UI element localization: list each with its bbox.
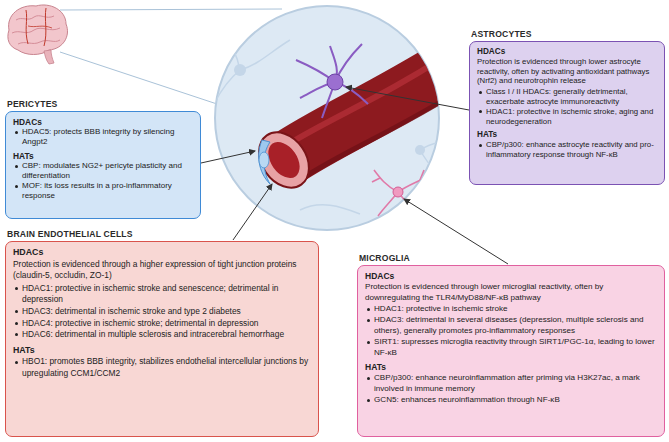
bullet-dot xyxy=(15,185,18,188)
astrocyte-cell xyxy=(296,44,368,118)
bullet-text: HDAC1: protective in ischemic stroke, ag… xyxy=(486,107,653,126)
zoom-line xyxy=(60,52,217,104)
bullet-dot xyxy=(15,333,18,336)
brain-illustration xyxy=(8,5,68,64)
enzyme-class-heading: HATs xyxy=(365,362,657,373)
bullet-item: HDAC1: protective in ischemic stroke and… xyxy=(13,283,311,306)
cell-type-heading: MICROGLIA xyxy=(359,253,410,264)
cell-type-box: MICROGLIAHDACsProtection is evidenced th… xyxy=(357,265,665,437)
cell-type-box: ASTROCYTESHDACsProtection is evidenced t… xyxy=(469,41,665,185)
bullet-item: CBP: modulates NG2+ pericyte plasticity … xyxy=(13,161,193,181)
bullet-dot xyxy=(367,341,370,344)
bullet-item: CBP/p300: enhance astrocyte reactivity a… xyxy=(477,140,657,160)
bullet-item: CBP/p300: enhance neuroinflammation afte… xyxy=(365,373,657,395)
bullet-dot xyxy=(15,287,18,290)
bullet-text: MOF: its loss results in a pro-inflammat… xyxy=(22,181,172,200)
bullet-text: HDAC6: detrimental in multiple sclerosis… xyxy=(22,329,284,339)
bullet-text: HDAC5: protects BBB integrity by silenci… xyxy=(22,127,175,146)
summary-text: Protection is evidenced through lower mi… xyxy=(365,282,657,304)
bullet-dot xyxy=(367,319,370,322)
enzyme-class-heading: HDACs xyxy=(13,247,311,259)
cell-type-heading: PERICYTES xyxy=(7,99,58,110)
bullet-text: CBP/p300: enhance astrocyte reactivity a… xyxy=(486,140,654,159)
bullet-dot xyxy=(367,399,370,402)
bullet-item: HDAC1: protective in ischemic stroke xyxy=(365,304,657,315)
bullet-dot xyxy=(15,165,18,168)
bullet-text: HDAC4: protective in ischemic stroke; de… xyxy=(22,318,258,328)
bullet-text: CBP/p300: enhance neuroinflammation afte… xyxy=(374,373,640,393)
cell-type-box: BRAIN ENDOTHELIAL CELLSHDACsProtection i… xyxy=(5,241,319,437)
bullet-item: HDAC6: detrimental in multiple sclerosis… xyxy=(13,329,311,341)
enzyme-class-heading: HATs xyxy=(13,345,311,357)
cell-type-heading: ASTROCYTES xyxy=(471,29,532,40)
bullet-dot xyxy=(367,308,370,311)
bullet-dot xyxy=(15,310,18,313)
bullet-dot xyxy=(15,361,18,364)
bullet-dot xyxy=(15,322,18,325)
bullet-item: MOF: its loss results in a pro-inflammat… xyxy=(13,181,193,201)
bullet-item: GCN5: enhances neuroinflammation through… xyxy=(365,395,657,406)
bullet-text: Class I / II HDACs: generally detrimenta… xyxy=(486,87,628,106)
summary-text: Protection is evidenced through a higher… xyxy=(13,259,311,282)
enzyme-class-heading: HDACs xyxy=(13,117,193,127)
bullet-item: HDAC4: protective in ischemic stroke; de… xyxy=(13,318,311,330)
cell-type-box: PERICYTESHDACsHDAC5: protects BBB integr… xyxy=(5,111,201,219)
zoom-line xyxy=(60,9,282,10)
pointer-arrow xyxy=(201,151,255,163)
enzyme-class-heading: HATs xyxy=(477,130,657,140)
enzyme-class-heading: HDACs xyxy=(365,271,657,282)
bullet-dot xyxy=(479,110,482,113)
pointer-arrow xyxy=(233,184,272,240)
pointer-arrow xyxy=(346,87,469,110)
bullet-dot xyxy=(367,377,370,380)
bullet-text: CBP: modulates NG2+ pericyte plasticity … xyxy=(22,161,182,180)
bullet-text: HDAC3: detrimental in ischemic stroke an… xyxy=(22,306,241,316)
enzyme-class-heading: HATs xyxy=(13,151,193,161)
bullet-item: HDAC5: protects BBB integrity by silenci… xyxy=(13,127,193,147)
bullet-text: HDAC3: detrimental in several diseases (… xyxy=(374,315,643,335)
bullet-text: HDAC1: protective in ischemic stroke and… xyxy=(22,283,278,305)
bullet-text: HDAC1: protective in ischemic stroke xyxy=(374,304,508,313)
pointer-arrow xyxy=(404,199,508,264)
bullet-item: HDAC3: detrimental in ischemic stroke an… xyxy=(13,306,311,318)
enzyme-class-heading: HDACs xyxy=(477,47,657,57)
bullet-item: HDAC3: detrimental in several diseases (… xyxy=(365,315,657,337)
pericyte-cell xyxy=(259,140,270,184)
blood-vessel xyxy=(285,60,460,160)
bullet-text: GCN5: enhances neuroinflammation through… xyxy=(374,395,560,404)
cell-type-heading: BRAIN ENDOTHELIAL CELLS xyxy=(7,229,133,240)
vessel-lumen xyxy=(249,123,319,197)
bullet-dot xyxy=(479,91,482,94)
bullet-text: HBO1: promotes BBB integrity, stabilizes… xyxy=(22,356,308,378)
bullet-item: SIRT1: supresses microglia reactivity th… xyxy=(365,337,657,359)
bullet-item: Class I / II HDACs: generally detrimenta… xyxy=(477,87,657,107)
bullet-text: SIRT1: supresses microglia reactivity th… xyxy=(374,337,655,357)
bullet-item: HBO1: promotes BBB integrity, stabilizes… xyxy=(13,356,311,379)
bullet-dot xyxy=(15,131,18,134)
bullet-dot xyxy=(479,144,482,147)
background-neuron xyxy=(214,30,460,214)
bullet-item: HDAC1: protective in ischemic stroke, ag… xyxy=(477,107,657,127)
summary-text: Protection is evidenced through lower as… xyxy=(477,57,657,86)
